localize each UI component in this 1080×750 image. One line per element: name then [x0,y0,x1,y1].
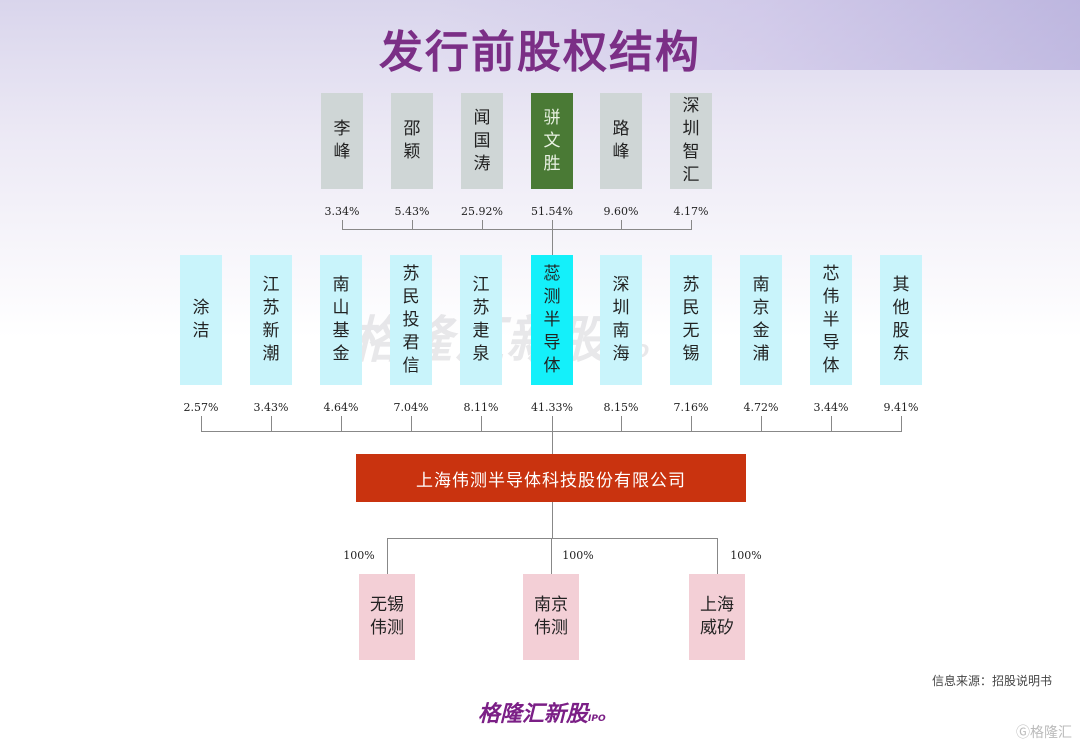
connector-line [387,538,717,539]
percentage-label: 9.60% [603,205,639,218]
shareholder-name: 南京伟测 [533,595,568,638]
connector-line [411,416,412,432]
g-logo-icon: Ⓖ [1016,725,1030,741]
shareholder-name: 路峰 [612,119,630,162]
percentage-label: 3.34% [324,205,360,218]
shareholder-name: 上海威矽 [699,595,734,638]
connector-line [552,220,553,230]
mid-shareholder-box[interactable]: 芯伟半导体 [810,255,852,385]
top-shareholder-box[interactable]: 闻国涛 [461,93,503,189]
percentage-label: 2.57% [183,401,219,414]
top-shareholder-box[interactable]: 骈文胜 [531,93,573,189]
shareholder-name: 南京金浦 [752,275,770,364]
shareholder-name: 骈文胜 [543,107,561,174]
corner-logo: Ⓖ格隆汇 [1016,725,1072,741]
mid-shareholder-box[interactable]: 江苏疌泉 [460,255,502,385]
connector-line [551,538,552,574]
percentage-label: 3.43% [253,401,289,414]
mid-shareholder-box[interactable]: 深圳南海 [600,255,642,385]
percentage-label: 7.16% [673,401,709,414]
shareholder-name: 芯伟半导体 [822,263,840,376]
connector-line [717,538,718,574]
connector-line [831,416,832,432]
mid-shareholder-box[interactable]: 南京金浦 [740,255,782,385]
company-box[interactable]: 上海伟测半导体科技股份有限公司 [356,454,746,502]
subsidiary-box[interactable]: 上海威矽 [689,574,745,660]
subsidiary-box[interactable]: 南京伟测 [523,574,579,660]
percentage-label: 51.54% [531,205,573,218]
connector-line [341,416,342,432]
mid-shareholder-box[interactable]: 南山基金 [320,255,362,385]
connector-line [691,416,692,432]
shareholder-name: 苏民无锡 [682,275,700,364]
connector-line [552,502,553,539]
shareholder-name: 苏民投君信 [402,263,420,376]
percentage-label: 8.11% [463,401,499,414]
connector-line [201,416,202,432]
shareholder-name: 其他股东 [892,275,910,364]
connector-line [552,431,553,454]
percentage-label: 41.33% [531,401,573,414]
shareholder-name: 江苏疌泉 [472,275,490,364]
header-gradient [0,0,1080,70]
mid-shareholder-box[interactable]: 涂洁 [180,255,222,385]
shareholder-name: 蕊测半导体 [543,263,561,376]
shareholder-name: 无锡伟测 [369,595,404,638]
percentage-label: 100% [343,549,375,562]
connector-line [342,229,691,230]
shareholder-name: 深圳智汇 [682,96,700,185]
percentage-label: 4.64% [323,401,359,414]
percentage-label: 4.72% [743,401,779,414]
shareholder-name: 李峰 [333,119,351,162]
percentage-label: 5.43% [394,205,430,218]
percentage-label: 3.44% [813,401,849,414]
connector-line [271,416,272,432]
mid-shareholder-box[interactable]: 江苏新潮 [250,255,292,385]
percentage-label: 100% [562,549,594,562]
percentage-label: 4.17% [673,205,709,218]
percentage-label: 8.15% [603,401,639,414]
connector-line [387,538,388,574]
connector-line [621,416,622,432]
brand-logo: 格隆汇新股IPO [478,702,606,727]
percentage-label: 100% [730,549,762,562]
percentage-label: 7.04% [393,401,429,414]
shareholder-name: 南山基金 [332,275,350,364]
top-shareholder-box[interactable]: 邵颖 [391,93,433,189]
percentage-label: 9.41% [883,401,919,414]
connector-line [901,416,902,432]
connector-line [621,220,622,230]
connector-line [481,416,482,432]
shareholder-name: 邵颖 [403,119,421,162]
mid-shareholder-box[interactable]: 苏民投君信 [390,255,432,385]
connector-line [201,431,901,432]
source-note: 信息来源：招股说明书 [931,674,1052,688]
connector-line [691,220,692,230]
shareholder-name: 涂洁 [192,298,210,341]
connector-line [482,220,483,230]
top-shareholder-box[interactable]: 路峰 [600,93,642,189]
connector-line [761,416,762,432]
subsidiary-box[interactable]: 无锡伟测 [359,574,415,660]
mid-shareholder-box[interactable]: 其他股东 [880,255,922,385]
connector-line [412,220,413,230]
percentage-label: 25.92% [461,205,503,218]
shareholder-name: 深圳南海 [612,275,630,364]
top-shareholder-box[interactable]: 李峰 [321,93,363,189]
mid-shareholder-box[interactable]: 蕊测半导体 [531,255,573,385]
page-title: 发行前股权结构 [379,27,701,78]
connector-line [552,416,553,432]
connector-line [552,229,553,255]
shareholder-name: 闻国涛 [473,107,491,174]
mid-shareholder-box[interactable]: 苏民无锡 [670,255,712,385]
top-shareholder-box[interactable]: 深圳智汇 [670,93,712,189]
shareholder-name: 江苏新潮 [262,275,280,364]
connector-line [342,220,343,230]
